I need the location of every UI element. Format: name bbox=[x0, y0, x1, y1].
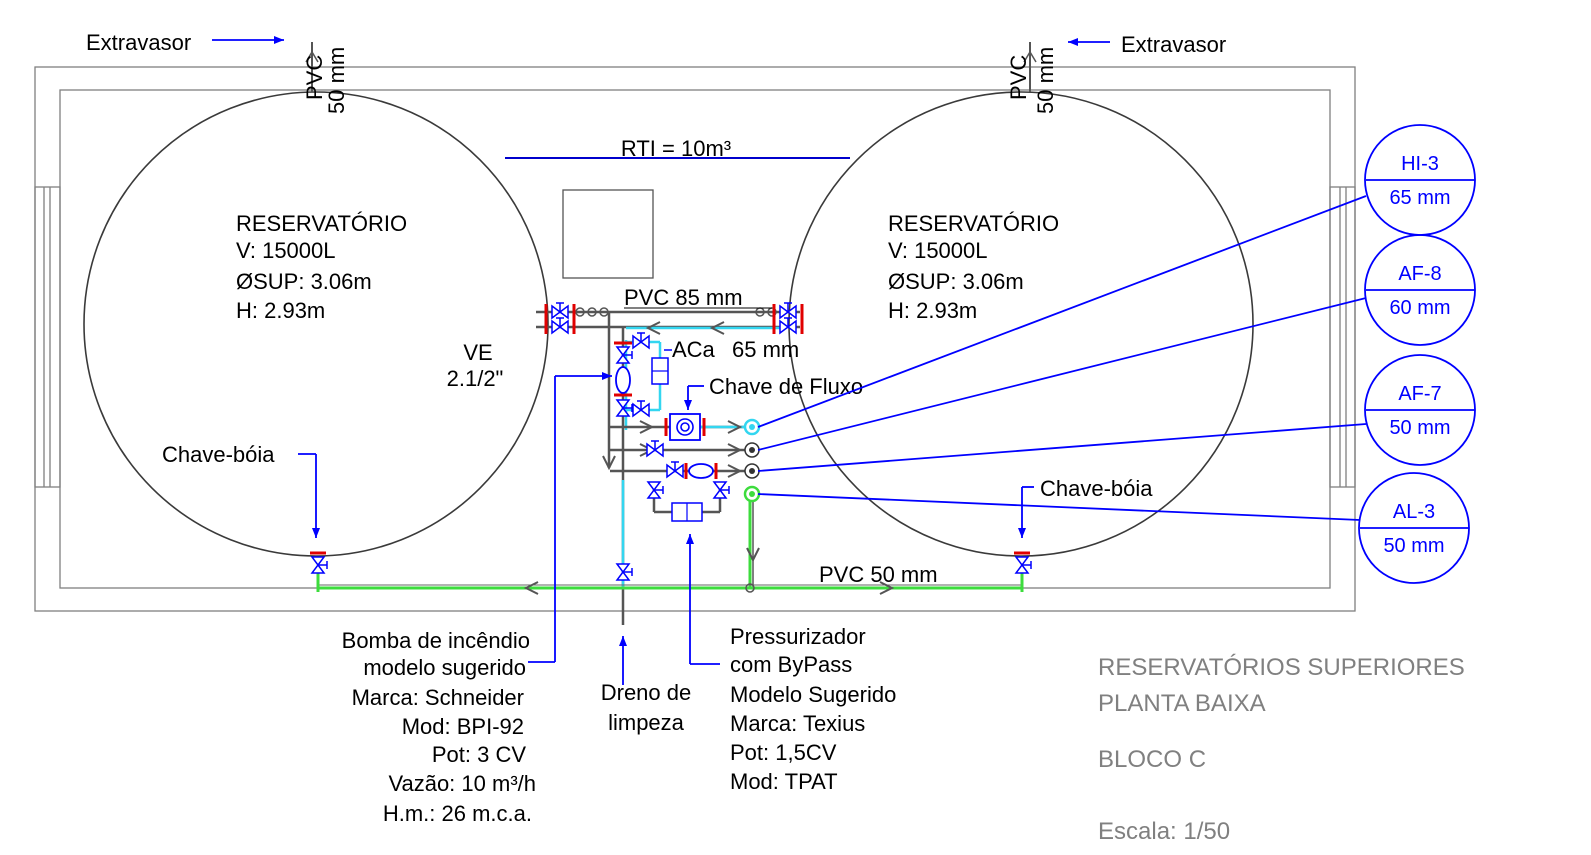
tag-al-3-size: 50 mm bbox=[1383, 535, 1444, 557]
left-tank-title: RESERVATÓRIO bbox=[236, 211, 407, 236]
drain-line-2: limpeza bbox=[608, 710, 685, 735]
overflow-left: Extravasor PVC 50 mm bbox=[86, 30, 349, 114]
fire-pump-symbol bbox=[615, 366, 631, 394]
overflow-left-size: 50 mm bbox=[324, 47, 349, 114]
title-block: RESERVATÓRIOS SUPERIORES PLANTA BAIXA BL… bbox=[1098, 654, 1465, 845]
pressurizer-line-3: Modelo Sugerido bbox=[730, 682, 896, 707]
overflow-right-size: 50 mm bbox=[1033, 47, 1058, 114]
float-right-label: Chave-bóia bbox=[1040, 476, 1153, 501]
rti-label: RTI = 10m³ bbox=[621, 136, 731, 161]
right-tank-volume: V: 15000L bbox=[888, 238, 988, 263]
pipe-bottom-label: PVC 50 mm bbox=[819, 562, 938, 587]
drain-description: Dreno de limpeza bbox=[601, 636, 692, 735]
sheet-scale: Escala: 1/50 bbox=[1098, 818, 1230, 845]
flow-switch-symbol bbox=[664, 413, 706, 441]
pressurizer-line-5: Pot: 1,5CV bbox=[730, 740, 837, 765]
tag-af-8-size: 60 mm bbox=[1389, 297, 1450, 319]
aca-label: ACa bbox=[672, 337, 716, 362]
pump-line-5: Pot: 3 CV bbox=[432, 742, 526, 767]
overflow-left-material: PVC bbox=[302, 55, 327, 100]
pressurizer-line-2: com ByPass bbox=[730, 652, 852, 677]
left-tank-height: H: 2.93m bbox=[236, 298, 325, 323]
right-tank-outline bbox=[788, 91, 1254, 557]
tag-hi-3: HI-3 65 mm bbox=[1364, 124, 1476, 236]
left-tank-diameter: ØSUP: 3.06m bbox=[236, 269, 372, 294]
pump-line-2: modelo sugerido bbox=[363, 655, 526, 680]
pump-description: Bomba de incêndio modelo sugerido Marca:… bbox=[342, 372, 612, 826]
tag-af-7-code: AF-7 bbox=[1398, 383, 1441, 405]
tag-af-7-size: 50 mm bbox=[1389, 417, 1450, 439]
overflow-right-label: Extravasor bbox=[1121, 32, 1226, 57]
pressurizer-symbol bbox=[688, 463, 714, 479]
right-tank-diameter: ØSUP: 3.06m bbox=[888, 269, 1024, 294]
right-tank-labels: RESERVATÓRIO V: 15000L ØSUP: 3.06m H: 2.… bbox=[888, 211, 1059, 323]
right-tank-height: H: 2.93m bbox=[888, 298, 977, 323]
pump-line-6: Vazão: 10 m³/h bbox=[388, 771, 536, 796]
pressurizer-line-4: Marca: Texius bbox=[730, 711, 865, 736]
sheet-subtitle: PLANTA BAIXA bbox=[1098, 690, 1266, 717]
sheet-title: RESERVATÓRIOS SUPERIORES bbox=[1098, 654, 1465, 681]
tag-al-3-code: AL-3 bbox=[1393, 501, 1435, 523]
pump-line-1: Bomba de incêndio bbox=[342, 628, 530, 653]
valves bbox=[310, 302, 1032, 581]
overflow-right-material: PVC bbox=[1006, 55, 1031, 100]
overflow-right: Extravasor PVC 50 mm bbox=[1006, 32, 1226, 114]
right-tank-title: RESERVATÓRIO bbox=[888, 211, 1059, 236]
risers bbox=[743, 418, 761, 503]
tag-af-8-code: AF-8 bbox=[1398, 263, 1441, 285]
drain-line-1: Dreno de bbox=[601, 680, 692, 705]
pressurizer-line-6: Mod: TPAT bbox=[730, 769, 838, 794]
pump-line-3: Marca: Schneider bbox=[352, 685, 524, 710]
tag-hi-3-code: HI-3 bbox=[1401, 153, 1439, 175]
ve-line1: VE bbox=[463, 340, 492, 365]
pipe-top-label: PVC 85 mm bbox=[624, 285, 743, 310]
pump-line-4: Mod: BPI-92 bbox=[402, 714, 524, 739]
float-left-label: Chave-bóia bbox=[162, 442, 275, 467]
pressurizer-description: Pressurizador com ByPass Modelo Sugerido… bbox=[686, 534, 896, 794]
hatch bbox=[562, 189, 654, 279]
tag-leaders bbox=[757, 195, 1367, 521]
sheet-block: BLOCO C bbox=[1098, 746, 1206, 773]
overflow-left-label: Extravasor bbox=[86, 30, 191, 55]
left-tank-volume: V: 15000L bbox=[236, 238, 336, 263]
left-tank-labels: RESERVATÓRIO V: 15000L ØSUP: 3.06m H: 2.… bbox=[236, 211, 407, 323]
ve-line2: 2.1/2" bbox=[447, 366, 504, 391]
left-tank-outline bbox=[83, 91, 549, 557]
pressurizer-line-1: Pressurizador bbox=[730, 624, 866, 649]
tag-af-7: AF-7 50 mm bbox=[1364, 354, 1476, 466]
tag-hi-3-size: 65 mm bbox=[1389, 187, 1450, 209]
tag-af-8: AF-8 60 mm bbox=[1364, 234, 1476, 346]
tag-al-3: AL-3 50 mm bbox=[1358, 472, 1470, 584]
flow-switch-label: Chave de Fluxo bbox=[709, 374, 863, 399]
pump-line-7: H.m.: 26 m.c.a. bbox=[383, 801, 532, 826]
pipe-65-label: 65 mm bbox=[732, 337, 799, 362]
